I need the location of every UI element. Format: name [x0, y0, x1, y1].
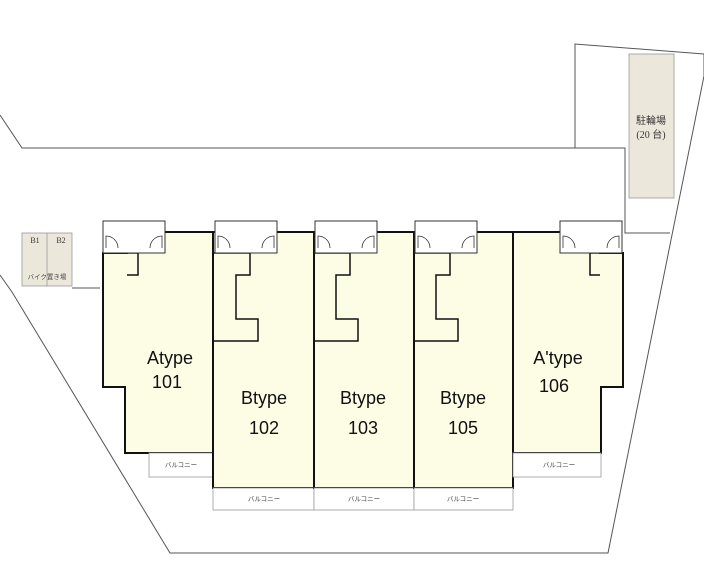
- bicycle-parking: 駐輪場 (20 台): [575, 53, 675, 234]
- unit-102: Btype 102 バルコニー: [212, 220, 315, 511]
- balcony-label: バルコニー: [248, 495, 280, 503]
- door-swing-icon: [105, 235, 119, 249]
- balcony-label: バルコニー: [348, 495, 380, 503]
- unit-105: Btype 105 バルコニー: [413, 220, 514, 511]
- unit-106: A'type 106 バルコニー: [512, 220, 624, 478]
- unit-number-label: 102: [249, 418, 279, 438]
- unit-type-label: Btype: [440, 388, 486, 408]
- balcony: [512, 452, 602, 478]
- unit-number-label: 103: [348, 418, 378, 438]
- unit-number-label: 101: [152, 372, 182, 392]
- door-swing-icon: [461, 235, 475, 249]
- door-swing-icon: [417, 235, 431, 249]
- unit-103: Btype 103 バルコニー: [313, 220, 415, 511]
- door-swing-icon: [317, 235, 331, 249]
- bike-parking-label: バイク置き場: [28, 272, 67, 281]
- site-boundary: [0, 43, 704, 554]
- door-swing-icon: [562, 235, 576, 249]
- balcony-label: バルコニー: [543, 461, 575, 469]
- unit-101: Atype 101 バルコニー: [102, 220, 214, 478]
- entrance-porch: [214, 220, 278, 254]
- unit-type-label: A'type: [533, 348, 582, 368]
- bicycle-parking-area: [628, 53, 675, 199]
- door-swing-icon: [361, 235, 375, 249]
- bicycle-parking-name: 駐輪場: [636, 114, 666, 127]
- balcony-label: バルコニー: [165, 461, 197, 469]
- unit-type-label: Btype: [241, 388, 287, 408]
- unit-number-label: 106: [539, 376, 569, 396]
- door-swing-icon: [261, 235, 275, 249]
- unit-type-label: Btype: [340, 388, 386, 408]
- bike-slot-b2: B2: [56, 236, 65, 245]
- door-swing-icon: [606, 235, 620, 249]
- entrance-porch: [414, 220, 478, 254]
- balcony-label: バルコニー: [447, 495, 479, 503]
- door-swing-icon: [217, 235, 231, 249]
- balcony: [413, 487, 514, 511]
- unit-number-label: 105: [448, 418, 478, 438]
- entrance-porch: [314, 220, 378, 254]
- bike-slot-b1: B1: [30, 236, 39, 245]
- bicycle-parking-capacity: (20 台): [636, 128, 665, 141]
- motorbike-parking: B1 B2 バイク置き場: [21, 232, 100, 289]
- balcony: [148, 452, 214, 478]
- entrance-porch: [559, 220, 623, 254]
- entrance-porch: [102, 220, 166, 254]
- door-swing-icon: [149, 235, 163, 249]
- unit-type-label: Atype: [147, 348, 193, 368]
